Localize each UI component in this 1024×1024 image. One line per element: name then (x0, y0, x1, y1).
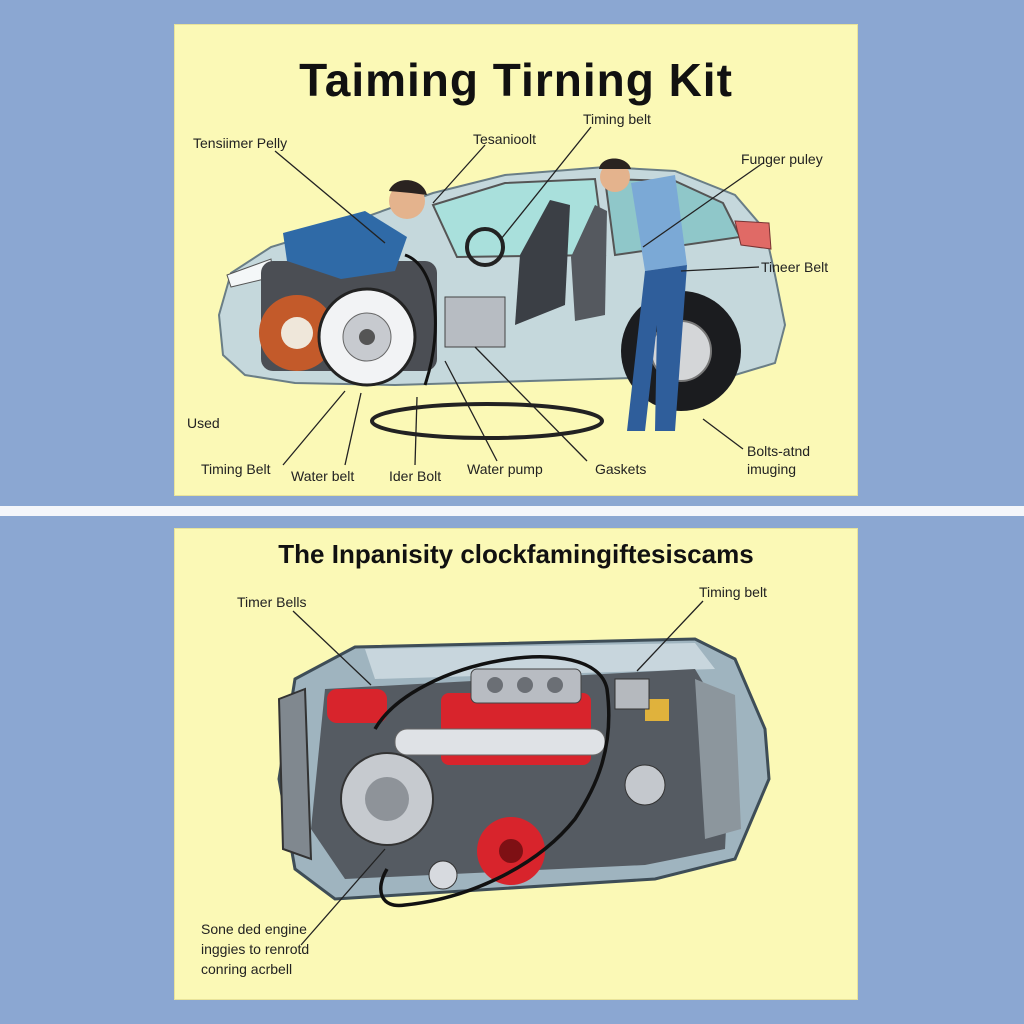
label-note-line3: conring acrbell (201, 961, 293, 977)
label-tesanioolt: Tesanioolt (473, 131, 537, 147)
oil-cap (645, 699, 669, 721)
page-title-bottom: The Inpanisity clockfamingiftesiscams (278, 539, 754, 569)
label-bolts-and: Bolts-atnd (747, 443, 811, 459)
front-seat (515, 200, 570, 325)
coolant-reservoir (327, 689, 387, 723)
rear-seat (571, 205, 607, 321)
taillight (734, 220, 772, 250)
label-funger-puley: Funger puley (741, 151, 823, 167)
label-tensioner-pelly: Tensiimer Pelly (193, 135, 288, 151)
leader-lines (292, 600, 704, 946)
label-timing-belt-bottom: Timing Belt (201, 461, 271, 477)
intake-pipe (394, 728, 606, 756)
panel-divider (0, 506, 1024, 516)
engine-illustration (277, 600, 771, 946)
label-ider-bolt: Ider Bolt (389, 468, 442, 484)
leader-lines (274, 126, 764, 466)
page-title-top: Taiming Tirning Kit (299, 54, 733, 106)
label-note-line1: Sone ded engine (201, 921, 307, 937)
mechanic-right-head (600, 162, 630, 192)
idler-pulley (428, 860, 458, 890)
mechanic-right-jeans (627, 265, 687, 431)
front-grille (277, 687, 313, 861)
label-timing-belt: Timing belt (699, 584, 767, 600)
label-imuging: imuging (747, 461, 797, 477)
mechanic-left-shirt (283, 211, 407, 279)
loose-belt-loop (370, 402, 604, 440)
tensioner-pulley (624, 764, 666, 806)
label-tineer-belt: Tineer Belt (761, 259, 829, 275)
fuse-box (614, 678, 650, 710)
mechanic-right-shirt (631, 175, 687, 271)
label-gaskets: Gaskets (595, 461, 647, 477)
steering-wheel (465, 227, 505, 267)
water-pump-housing (444, 296, 506, 348)
label-water-pump: Water pump (467, 461, 543, 477)
timing-belt-route (373, 655, 611, 908)
label-timing-belt-top: Timing belt (583, 111, 651, 127)
label-water-belt: Water belt (291, 468, 355, 484)
label-note-line2: inggies to renrotd (201, 941, 310, 957)
timing-belt-route (404, 253, 437, 386)
car-illustration (217, 126, 787, 466)
bottom-diagram-panel: The Inpanisity clockfamingiftesiscams Ti… (174, 528, 858, 1000)
top-diagram-panel: Taiming Tirning Kit Tensiimer Pelly Tesa… (174, 24, 858, 496)
firewall (695, 679, 741, 839)
label-timer-bells: Timer Bells (237, 594, 307, 610)
label-used: Used (187, 415, 220, 431)
hood-edge (365, 643, 715, 679)
